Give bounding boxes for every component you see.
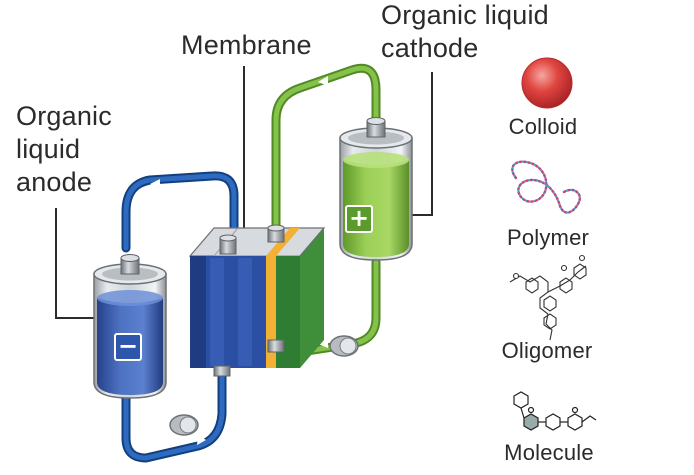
organic-liquid-cathode-label: Organic liquid cathode xyxy=(381,0,549,63)
polymer-label: Polymer xyxy=(506,225,590,250)
colloid-icon xyxy=(521,57,573,109)
molecule-label: Molecule xyxy=(504,440,594,465)
arrow-blue-bottom xyxy=(197,435,206,445)
organic-liquid-anode-label: Organic liquid anode xyxy=(16,101,112,197)
membrane-label: Membrane xyxy=(181,30,312,60)
cathode-tank xyxy=(339,117,413,261)
cell-stack xyxy=(188,224,326,377)
anode-minus-sign: − xyxy=(117,332,139,360)
polymer-icon xyxy=(511,160,581,214)
arrow-green-top xyxy=(318,76,328,86)
callout-lines xyxy=(55,66,433,319)
pump-green xyxy=(329,335,359,357)
anode-callout-line xyxy=(55,208,100,319)
cathode-callout-line xyxy=(408,72,433,216)
anode-tube xyxy=(121,171,239,463)
colloid-label: Colloid xyxy=(508,114,578,139)
anode-sign-box xyxy=(114,333,142,361)
anode-tank xyxy=(93,254,167,399)
oligomer-icon xyxy=(509,254,587,341)
molecule-icon xyxy=(513,391,597,431)
cathode-sign-box xyxy=(345,205,373,233)
pump-blue xyxy=(169,414,199,436)
arrow-blue-top xyxy=(150,179,160,189)
flow-arrows xyxy=(150,76,328,445)
cathode-plus-sign: + xyxy=(348,204,370,232)
arrow-green-bottom xyxy=(318,339,328,348)
oligomer-label: Oligomer xyxy=(501,338,593,363)
